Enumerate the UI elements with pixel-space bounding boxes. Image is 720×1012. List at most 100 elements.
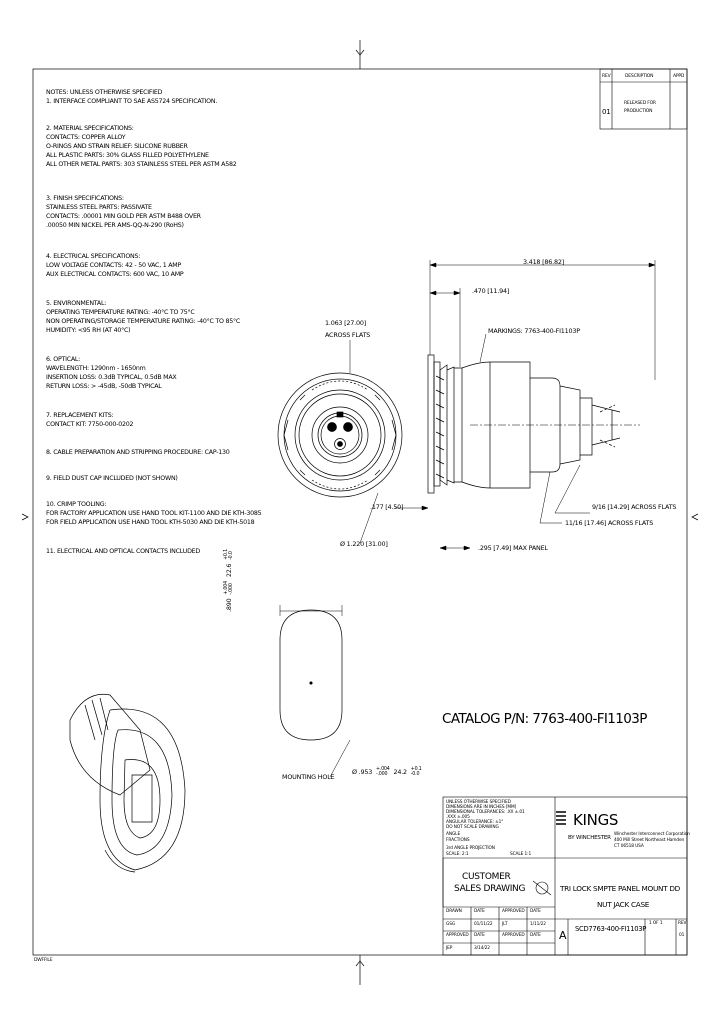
note-line: 7. REPLACEMENT KITS: <box>46 412 114 419</box>
hole-dia-mm-tol-plus: +0.1 <box>410 767 422 772</box>
sign-header: DATE <box>530 909 541 914</box>
company-address: 400 Mill Street Northeast Hamden <box>614 838 685 843</box>
note-line: FOR FIELD APPLICATION USE HAND TOOL KTH-… <box>46 519 255 526</box>
side-view-connector <box>427 354 640 494</box>
rev-approval-header: APPD <box>673 74 685 79</box>
note-line: 8. CABLE PREPARATION AND STRIPPING PROCE… <box>46 449 230 456</box>
marking-label: MARKINGS: 7763-400-FI1103P <box>488 327 580 335</box>
notes-header: NOTES: UNLESS OTHERWISE SPECIFIED <box>46 89 163 96</box>
note-line: O-RINGS AND STRAIN RELIEF: SILICONE RUBB… <box>46 143 188 150</box>
hole-height-tol-minus: -.000 <box>229 583 234 595</box>
title-line-2: NUT JACK CASE <box>597 900 650 909</box>
hole-dia-mm: 24.2 <box>393 768 407 776</box>
company-sub: BY WINCHESTER <box>568 835 611 841</box>
diameter-dim: Ø 1.220 [31.00] <box>340 540 388 548</box>
company-address: Winchester Interconnect Corporation <box>614 832 690 837</box>
note-line: 4. ELECTRICAL SPECIFICATIONS: <box>46 253 141 260</box>
hole-height-mm: 22.6 <box>225 563 233 578</box>
sign-header: APPROVED <box>502 909 525 914</box>
sign-value: 01/11/22 <box>474 922 493 927</box>
note-line: 2. MATERIAL SPECIFICATIONS: <box>46 125 134 132</box>
note-line: AUX ELECTRICAL CONTACTS: 600 VAC, 10 AMP <box>46 271 184 278</box>
dimension-lines <box>349 260 656 551</box>
note-line: OPERATING TEMPERATURE RATING: -40°C TO 7… <box>46 309 195 316</box>
sign-value: JLT <box>502 922 508 927</box>
note-line: 10. CRIMP TOOLING: <box>46 501 107 508</box>
hole-height-mm-tol-minus: -0.0 <box>229 551 234 560</box>
revision-block <box>599 68 688 130</box>
rev-number: 01 <box>602 108 611 116</box>
note-line: 1. INTERFACE COMPLIANT TO SAE AS5724 SPE… <box>46 98 218 105</box>
note-line: LOW VOLTAGE CONTACTS: 42 - 50 VAC, 1 AMP <box>46 262 182 269</box>
sign-value: 1/11/22 <box>530 922 546 927</box>
rev-header: REV <box>602 74 611 79</box>
note-line: .00050 MIN NICKEL PER AMS-QQ-N-290 (RoHS… <box>46 222 184 229</box>
note-line: HUMIDITY: <95 RH (AT 40°C) <box>46 327 131 334</box>
max-panel-dim: .295 [7.49] MAX PANEL <box>478 544 548 552</box>
mounting-hole-label: MOUNTING HOLE <box>282 773 335 781</box>
sign-header: DATE <box>474 909 485 914</box>
title-block <box>442 796 688 956</box>
note-line: RETURN LOSS: > -45dB, -50dB TYPICAL <box>46 383 162 390</box>
rev-description-header: DESCRIPTION <box>625 74 654 79</box>
hole-dia-tol-minus: -.000 <box>375 772 388 777</box>
note-line: CONTACT KIT: 7750-000-0202 <box>46 421 134 428</box>
mounting-hole-view <box>279 605 351 778</box>
note-line: CONTACTS: .00001 MIN GOLD PER ASTM B488 … <box>46 213 201 220</box>
sheet-scale-label: SCALE 1:1 <box>510 852 532 857</box>
hole-dia-tol-plus: +.004 <box>375 767 390 772</box>
sign-header: DRAWN <box>446 909 462 914</box>
drawing-border <box>21 40 699 985</box>
note-line: NON OPERATING/STORAGE TEMPERATURE RATING… <box>46 318 241 325</box>
hole-dia-mm-tol-minus: -0.0 <box>410 772 420 777</box>
hole-dia-dim: Ø .953 +.004 -.000 24.2 +0.1 -0.0 <box>352 767 422 777</box>
tolerance-line: FRACTIONS <box>446 838 470 843</box>
note-line: ALL PLASTIC PARTS: 30% GLASS FILLED POLY… <box>46 152 209 159</box>
scale-label: SCALE: 2:1 <box>446 852 469 857</box>
rev-label: REV <box>678 921 687 926</box>
footer-file-label: DWFFILE <box>34 958 53 963</box>
tolerance-line: ANGULAR TOLERANCE: ±1° <box>446 820 504 825</box>
company-address: CT 06518 USA <box>614 844 644 849</box>
drawing-number: SCD7763-400-FI1103P <box>575 925 647 933</box>
note-line: 5. ENVIRONMENTAL: <box>46 300 107 307</box>
across-flats-dim: 1.063 [27.00] <box>325 319 367 327</box>
note-line: 6. OPTICAL: <box>46 356 81 363</box>
isometric-view <box>69 693 186 873</box>
note-line: STAINLESS STEEL PARTS: PASSIVATE <box>46 204 152 211</box>
note-line: ALL OTHER METAL PARTS: 303 STAINLESS STE… <box>46 161 237 168</box>
tolerance-line: 3rd ANGLE PROJECTION <box>446 846 495 851</box>
rev-description: PRODUCTION <box>624 109 653 114</box>
catalog-number: CATALOG P/N: 7763-400-FI1103P <box>442 711 647 727</box>
drawing-size: A <box>559 929 567 942</box>
sign-value: JEP <box>446 946 453 951</box>
sign-header: DATE <box>474 933 485 938</box>
tolerance-line: .XXX ±.005 <box>446 815 470 820</box>
nut-across-flats-2: 11/16 [17.46] ACROSS FLATS <box>565 519 654 527</box>
sign-value: 3/14/22 <box>474 946 490 951</box>
customer-label: CUSTOMER <box>462 872 511 882</box>
note-line: CONTACTS: COPPER ALLOY <box>46 134 126 141</box>
sign-header: DATE <box>530 933 541 938</box>
tolerance-line: DO NOT SCALE DRAWING <box>446 825 499 830</box>
note-line: FOR FACTORY APPLICATION USE HAND TOOL KI… <box>46 510 262 517</box>
front-view-connector <box>277 372 403 498</box>
small-dim: .177 [4.50] <box>370 503 404 511</box>
tolerance-line: ANGLE <box>446 832 461 837</box>
rev-description: RELEASED FOR <box>624 101 656 106</box>
across-flats-label: ACROSS FLATS <box>325 331 371 339</box>
hole-height-dim: .890 +.004 -.000 22.6 +0.1 -0.0 <box>224 549 234 612</box>
flange-depth-dim: .470 [11.94] <box>472 287 510 295</box>
note-line: WAVELENGTH: 1290nm - 1650nm <box>46 365 146 372</box>
sign-value: GSG <box>446 922 456 927</box>
tolerance-line: UNLESS OTHERWISE SPECIFIED <box>446 800 511 805</box>
title-line-1: TRI LOCK SMPTE PANEL MOUNT DD <box>560 884 680 893</box>
overall-length-dim: 3.418 [86.82] <box>523 258 565 266</box>
sales-drawing-label: SALES DRAWING <box>454 884 526 894</box>
company-logo-text: KINGS <box>573 811 619 829</box>
note-line: 11. ELECTRICAL AND OPTICAL CONTACTS INCL… <box>46 548 201 555</box>
tolerance-line: DIMENSIONAL TOLERANCES: .XX ±.01 <box>446 810 525 815</box>
note-line: 9. FIELD DUST CAP INCLUDED (NOT SHOWN) <box>46 475 178 482</box>
sign-header: APPROVED <box>446 933 469 938</box>
